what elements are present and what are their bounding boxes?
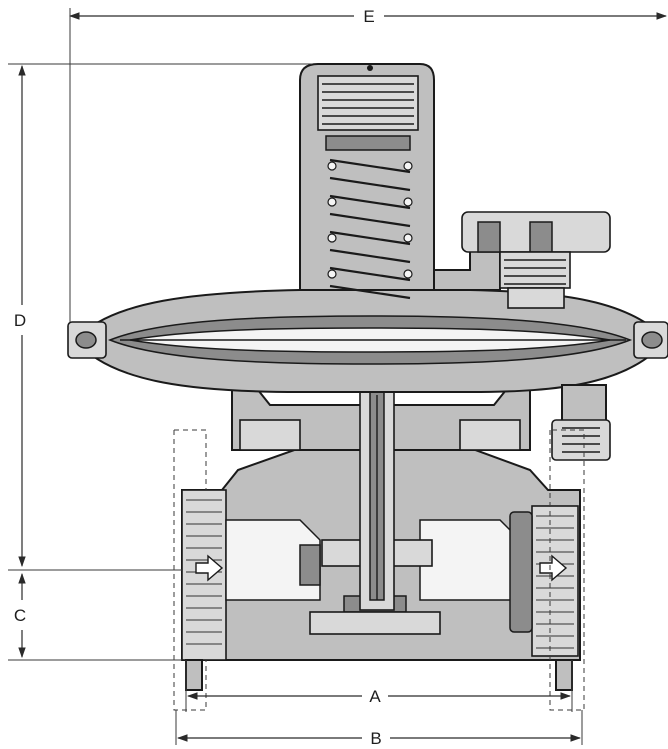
diaphragm-housing	[67, 289, 668, 393]
gas-regulator-cross-section	[67, 63, 668, 691]
dimension-lines	[8, 8, 668, 745]
dimension-label-a: A	[369, 687, 381, 706]
dimension-label-b: B	[370, 729, 381, 748]
inlet-flow-arrow	[195, 554, 224, 582]
outlet-flow-arrow	[539, 554, 568, 582]
vent-cap	[433, 211, 611, 309]
sensing-port	[551, 384, 611, 461]
dimension-label-d: D	[14, 311, 26, 330]
spring-casing	[299, 63, 435, 300]
dimension-label-c: C	[14, 606, 26, 625]
adjusting-spring	[329, 158, 411, 300]
dimension-label-e: E	[363, 7, 374, 26]
